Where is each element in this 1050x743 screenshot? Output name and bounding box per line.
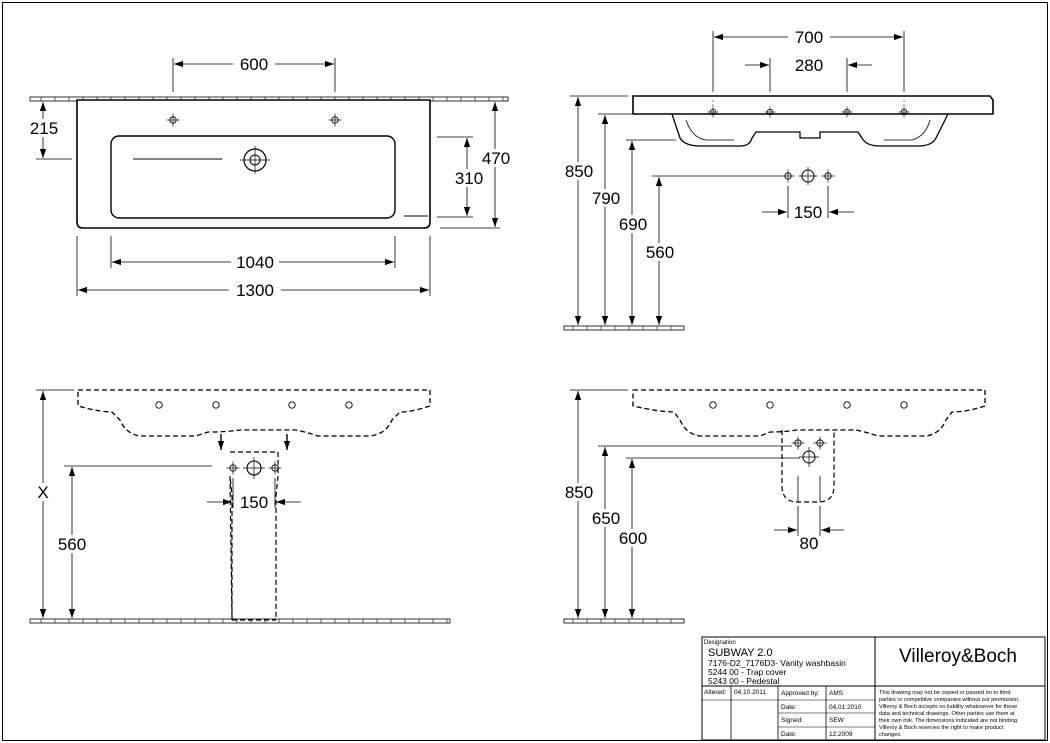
disclaimer-line: data and technical drawings. Other parti… [879, 711, 1015, 717]
disclaimer-line: changes. [879, 732, 902, 738]
dim-rim-height: 850 [565, 162, 593, 181]
altered-date: 04.10.2011 [734, 689, 766, 696]
side-ped-waste-right-icon [813, 436, 827, 450]
side-ped-tap-1-icon [709, 401, 717, 409]
waste-right-icon [821, 169, 835, 183]
dim-waste-height: 560 [646, 243, 674, 262]
disclaimer-text: This drawing may not be copied or passed… [879, 690, 1020, 738]
front-tap-3-icon [288, 401, 296, 409]
signed-value: SEW [829, 717, 845, 724]
side-pedestal-view: 80 850 650 600 [560, 389, 986, 624]
product-line-1: 7176-D2_7176D3- Vanity washbasin [708, 658, 846, 668]
waste-left-icon [781, 169, 795, 183]
dim-height-690: 690 [619, 215, 647, 234]
basin-rim-profile [632, 95, 994, 115]
basin-outline [76, 99, 431, 229]
side-view: 700 280 850 790 690 560 [560, 28, 994, 331]
approved-label: Approved by: [781, 690, 819, 697]
signed-label: Signed: [781, 717, 803, 724]
front-waste-right-icon [268, 461, 282, 475]
side-ped-waste-center-icon [799, 447, 819, 467]
waste-center-icon [799, 167, 817, 185]
dim-tap-outer-spacing: 700 [795, 28, 823, 47]
disclaimer-line: parties or competitive companies without… [879, 697, 1020, 703]
dim-height-x: X [37, 483, 48, 502]
date-value: 04.01.2010 [829, 704, 862, 711]
dim-bowl-depth: 310 [455, 169, 483, 188]
side-ped-tap-4-icon [900, 401, 908, 409]
floor-line-front-view [29, 618, 451, 624]
brand-logo: Villeroy&Boch [899, 646, 1017, 667]
front-waste-center-icon [243, 457, 265, 479]
disclaimer-line: Villeroy & Boch accepts no liability wha… [879, 704, 1017, 710]
basin-bowl [110, 135, 396, 219]
basin-underside-profile [671, 113, 949, 147]
dim-overall-width: 1300 [236, 281, 274, 300]
dim-front-waste-spacing: 150 [240, 493, 268, 512]
product-line-2: 5244 00 - Trap cover [708, 667, 787, 677]
product-name: SUBWAY 2.0 [708, 647, 773, 659]
dim-waste-spacing: 150 [794, 203, 822, 222]
dim-tap-inner-spacing: 280 [795, 56, 823, 75]
altered-label: Altered: [704, 689, 727, 696]
dim-height-650: 650 [592, 509, 620, 528]
dim-pedestal-width: 80 [800, 534, 819, 553]
dim-tap-spacing: 600 [240, 55, 268, 74]
dim-height-600: 600 [619, 529, 647, 548]
side-ped-tap-2-icon [766, 401, 774, 409]
disclaimer-line: their own risk. The dimensions indicated… [879, 718, 1019, 724]
top-view: 600 215 310 470 1040 1300 [24, 55, 516, 300]
dim-front-waste-height: 560 [58, 535, 86, 554]
dim-bowl-width: 1040 [236, 253, 274, 272]
date2-label: Date: [781, 731, 797, 738]
side-basin-hidden-outline [632, 389, 986, 437]
disclaimer-line: Villeroy & Boch reserves the right to ma… [879, 725, 1004, 731]
dim-overall-depth: 470 [482, 149, 510, 168]
overflow-drain-icon [240, 146, 270, 174]
front-tap-4-icon [345, 401, 353, 409]
front-tap-1-icon [155, 401, 163, 409]
dim-tap-depth: 215 [30, 119, 58, 138]
floor-line-side-view [563, 325, 685, 331]
side-ped-waste-left-icon [791, 436, 805, 450]
front-tap-2-icon [212, 401, 220, 409]
front-waste-left-icon [226, 461, 240, 475]
dim-height-790: 790 [592, 189, 620, 208]
front-pedestal-view: 150 X 560 [29, 389, 451, 624]
side-pedestal-hidden-outline [781, 430, 835, 503]
dim-side-ped-rim-height: 850 [565, 483, 593, 502]
designation-label: Designation [704, 640, 736, 646]
product-line-3: 5243 00 - Pedestal [708, 676, 779, 686]
disclaimer-line: This drawing may not be copied or passed… [879, 690, 1011, 696]
pedestal-hidden-outline [229, 451, 279, 621]
date-label: Date: [781, 704, 797, 711]
basin-hidden-outline [77, 389, 431, 437]
floor-line-side-pedestal-view [563, 618, 685, 624]
side-ped-tap-3-icon [843, 401, 851, 409]
date2-value: 12.2009 [829, 731, 853, 738]
approved-value: AMS [829, 690, 844, 697]
title-block: Designation SUBWAY 2.0 7176-D2_7176D3- V… [701, 636, 1046, 741]
